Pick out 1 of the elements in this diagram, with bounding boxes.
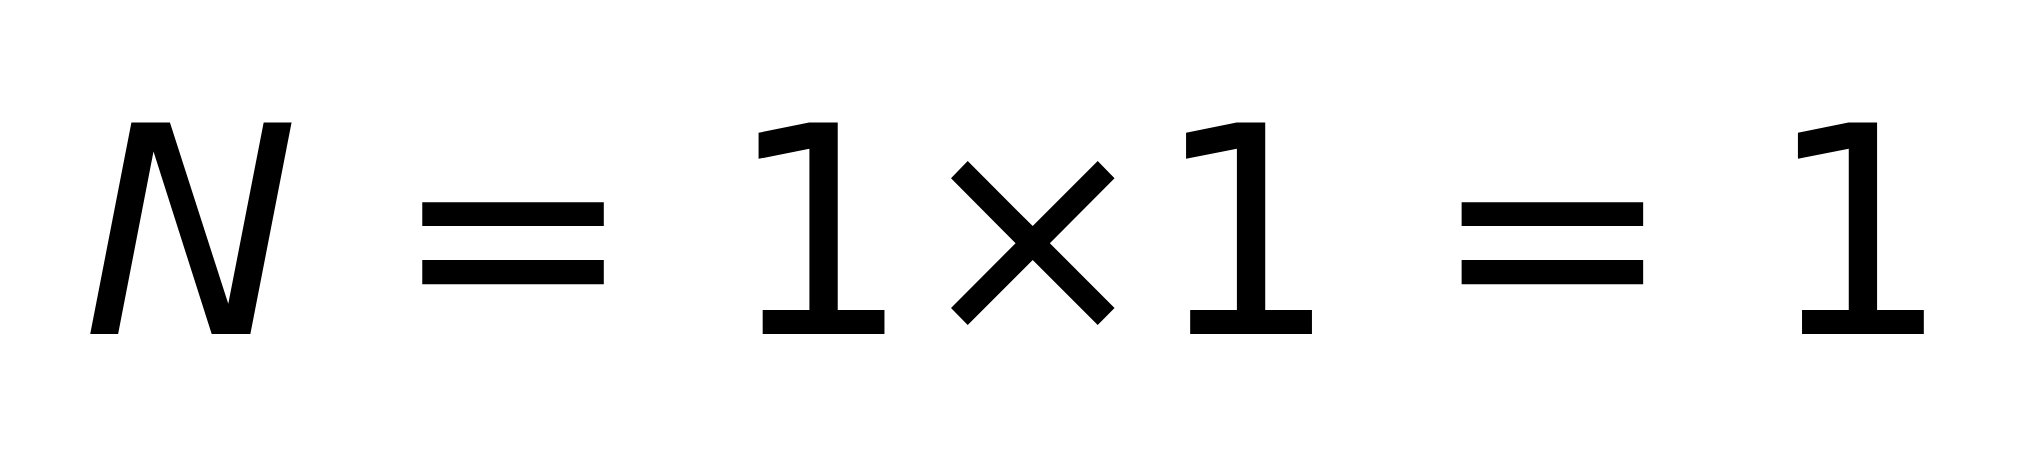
formula: N = 1×1 = 1 xyxy=(82,88,1951,379)
